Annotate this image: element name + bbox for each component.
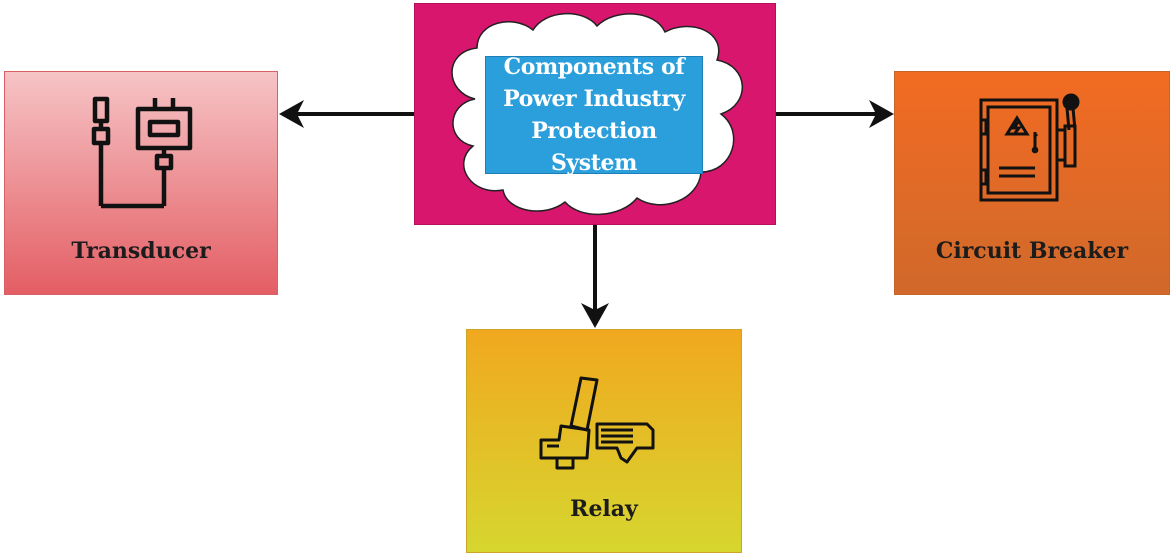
- title-box: Components of Power Industry Protection …: [485, 54, 703, 176]
- circuit-breaker-node: Circuit Breaker: [894, 71, 1170, 295]
- title-line-2: Power Industry: [503, 86, 685, 112]
- arrowhead-circuit-breaker: [869, 100, 894, 128]
- relay-label: Relay: [570, 496, 638, 522]
- center-node: Components of Power Industry Protection …: [414, 3, 776, 225]
- relay-icon: [539, 376, 655, 470]
- arrowhead-relay: [581, 303, 609, 328]
- transducer-icon: [91, 96, 193, 209]
- circuit-breaker-label: Circuit Breaker: [935, 238, 1129, 264]
- title-line-1: Components of: [503, 54, 685, 80]
- arrowhead-transducer: [279, 100, 304, 128]
- transducer-node: Transducer: [4, 71, 278, 295]
- relay-node: Relay: [466, 329, 742, 553]
- transducer-label: Transducer: [71, 238, 211, 264]
- circuit-breaker-icon: [979, 93, 1080, 202]
- diagram-title: Components of Power Industry Protection …: [486, 51, 702, 179]
- title-line-3: Protection System: [531, 118, 657, 176]
